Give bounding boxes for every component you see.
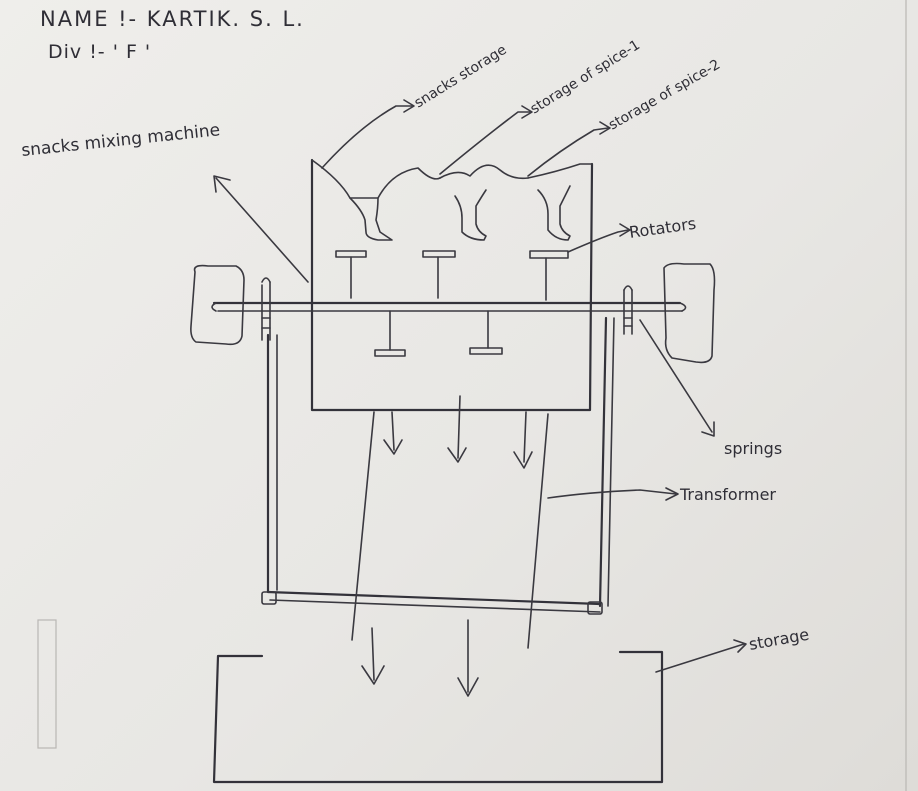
label-springs: springs	[724, 439, 782, 458]
label-storage: storage	[747, 625, 810, 654]
spice-1-storage-funnel	[454, 189, 487, 241]
mixing-chamber	[310, 158, 594, 412]
springs-right	[623, 285, 633, 335]
rotators-bottom	[374, 310, 503, 357]
label-spice-2-storage: storage of spice-2	[606, 57, 723, 134]
snacks-storage-funnel	[349, 197, 393, 241]
support-frame	[261, 316, 615, 615]
storage-box	[212, 650, 664, 784]
label-spice-1-storage: storage of spice-1	[528, 37, 643, 117]
outlet-arrows-lower	[361, 619, 479, 697]
outlet-arrows-upper	[383, 395, 533, 469]
springs-left	[261, 277, 271, 341]
drive-shaft	[211, 301, 687, 312]
name-line: NAME !- KARTIK. S. L.	[40, 7, 305, 31]
faint-pencil-mark	[37, 619, 57, 749]
label-snacks-mixing-machine: snacks mixing machine	[20, 120, 221, 161]
rotators-top	[335, 250, 569, 301]
label-rotators: Rotators	[628, 214, 697, 242]
label-snacks-storage: snacks storage	[412, 42, 510, 111]
left-handle	[190, 264, 245, 346]
div-line: Div !- ' F '	[48, 41, 151, 63]
transformer-chute	[351, 411, 549, 649]
leader-lines	[213, 99, 747, 673]
right-handle	[663, 262, 716, 364]
label-transformer: Transformer	[679, 485, 776, 504]
spice-2-storage-funnel	[537, 185, 571, 241]
